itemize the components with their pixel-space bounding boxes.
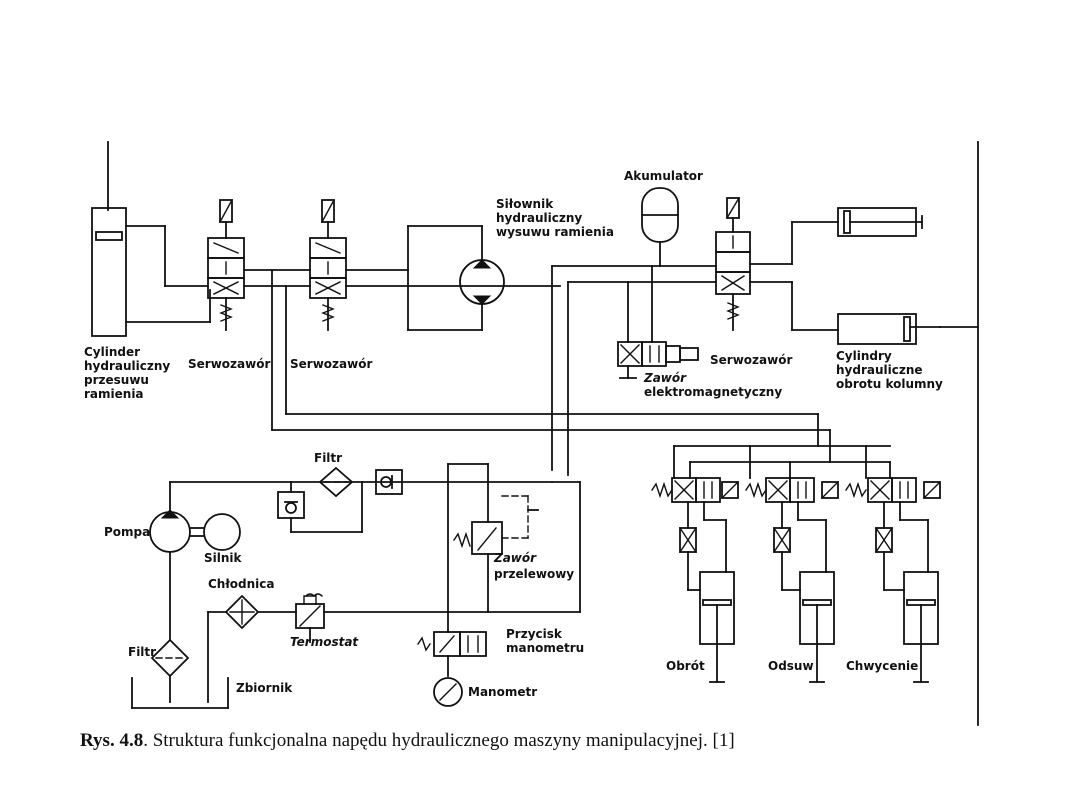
label-serwozawor-2: Serwozawór <box>290 357 372 371</box>
label-manometr: Manometr <box>468 685 537 699</box>
label-cylinder-2: hydrauliczny <box>84 359 170 373</box>
label-filtr-bottom: Filtr <box>128 645 156 659</box>
label-zawor-przelewowy-1: Zawór <box>493 551 537 565</box>
label-cylinder-4: ramienia <box>84 387 144 401</box>
actuator-group-odsuw <box>745 477 839 683</box>
label-odsuw: Odsuw <box>768 659 814 673</box>
chlodnica-termostat-group <box>207 593 449 703</box>
serwozawor-2-symbol <box>309 199 561 331</box>
cylinder-przesuwu-ramienia <box>91 207 211 337</box>
label-obrot: Obrót <box>666 659 705 673</box>
label-zawor-elektro-1: Zawór <box>643 371 687 385</box>
label-zawor-przelewowy-2: przelewowy <box>494 567 574 581</box>
label-cylinder-1: Cylinder <box>84 345 140 359</box>
zawor-przelewowy-symbol <box>447 463 581 613</box>
filtr-top-symbol <box>277 466 403 533</box>
figure-caption-text: . Struktura funkcjonalna napędu hydrauli… <box>143 730 735 751</box>
figure-number: Rys. 4.8 <box>80 730 144 751</box>
frame-lines <box>107 141 979 726</box>
label-pompa: Pompa <box>104 525 150 539</box>
label-silnik: Silnik <box>204 551 243 565</box>
zawor-elektromagnetyczny-symbol <box>617 265 699 379</box>
label-cylindry-3: obrotu kolumny <box>836 377 943 391</box>
diagram-labels: Akumulator Siłownik hydrauliczny wysuwu … <box>84 169 943 699</box>
supply-lines <box>271 265 891 479</box>
akumulator-symbol <box>551 187 717 267</box>
label-cylindry-1: Cylindry <box>836 349 892 363</box>
silownik-hydrauliczny <box>407 225 505 331</box>
label-cylindry-2: hydrauliczne <box>836 363 923 377</box>
label-chwycenie: Chwycenie <box>846 659 918 673</box>
label-termostat: Termostat <box>290 635 359 649</box>
label-zbiornik: Zbiornik <box>236 681 293 695</box>
figure-caption: Rys. 4.8. Struktura funkcjonalna napędu … <box>80 730 1060 752</box>
label-silownik-3: wysuwu ramienia <box>496 225 614 239</box>
przycisk-manometr-group <box>417 611 487 707</box>
label-akumulator: Akumulator <box>624 169 703 183</box>
label-silownik-2: hydrauliczny <box>496 211 582 225</box>
label-serwozawor-3: Serwozawór <box>710 353 792 367</box>
actuator-group-chwycenie <box>845 477 941 683</box>
label-silownik-1: Siłownik <box>496 197 554 211</box>
serwozawor-3-symbol <box>567 197 839 331</box>
serwozawor-1-symbol <box>164 199 311 331</box>
label-filtr-top: Filtr <box>314 451 342 465</box>
label-chlodnica: Chłodnica <box>208 577 275 591</box>
label-przycisk-1: Przycisk <box>506 627 563 641</box>
actuator-group-obrot <box>651 477 739 683</box>
label-przycisk-2: manometru <box>506 641 584 655</box>
filtr-zbiornik-group <box>131 638 229 709</box>
label-zawor-elektro-2: elektromagnetyczny <box>644 385 782 399</box>
cylindry-obrotu-kolumny <box>837 207 941 345</box>
label-serwozawor-1: Serwozawór <box>188 357 270 371</box>
label-cylinder-3: przesuwu <box>84 373 149 387</box>
